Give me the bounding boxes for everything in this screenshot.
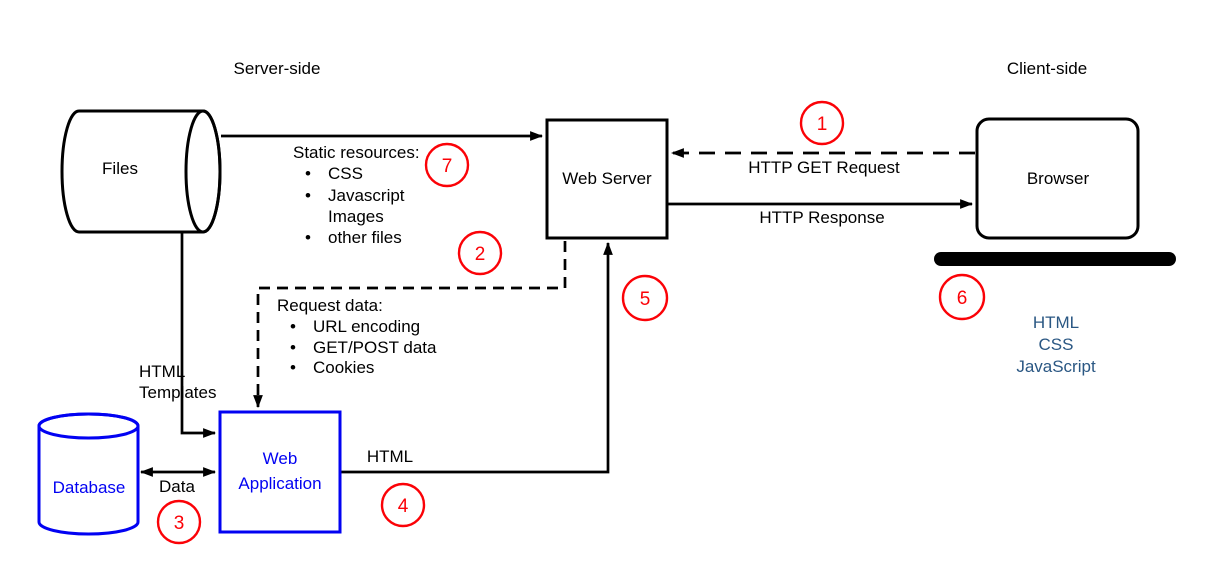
web-application-box <box>218 410 342 534</box>
stack-html: HTML <box>1033 313 1079 332</box>
step-circle-1 <box>799 100 845 146</box>
step-number-4: 4 <box>398 496 409 517</box>
static-resources-item: •CSS <box>305 164 363 183</box>
step-circle-4 <box>380 482 426 528</box>
bullet-icon: • <box>290 317 296 336</box>
step-marker-2: 2 <box>457 230 503 276</box>
bullet-icon: • <box>290 358 296 377</box>
request-data-item: •GET/POST data <box>290 338 437 357</box>
step-marker-3: 3 <box>156 499 202 545</box>
step-number-6: 6 <box>957 288 968 309</box>
server-side-heading: Server-side <box>234 59 321 78</box>
request-data-item: •URL encoding <box>290 317 420 336</box>
database-cylinder-shape <box>37 412 140 536</box>
step-marker-6: 6 <box>938 273 986 321</box>
database-cylinder-rim <box>37 412 140 440</box>
database-node: Database <box>37 412 140 536</box>
app-html-label: HTML <box>367 447 413 466</box>
browser-label: Browser <box>1027 169 1090 188</box>
http-get-request-label: HTTP GET Request <box>748 158 900 177</box>
html-templates-label-line2: Templates <box>139 383 216 402</box>
stack-css: CSS <box>1039 335 1074 354</box>
browser-node: Browser <box>934 117 1176 266</box>
step-number-2: 2 <box>475 244 486 265</box>
data-label: Data <box>159 477 195 496</box>
request-data-title: Request data: <box>277 296 383 315</box>
step-marker-5: 5 <box>621 274 669 322</box>
step-marker-7: 7 <box>424 142 470 188</box>
bullet-icon: • <box>305 164 311 183</box>
stack-javascript: JavaScript <box>1016 357 1096 376</box>
browser-output-stack: HTML CSS JavaScript <box>1016 313 1096 376</box>
files-cylinder-shape <box>60 109 222 234</box>
edge-app-html-to-webserver <box>340 241 613 474</box>
edge-html-templates <box>180 232 217 438</box>
laptop-base-icon <box>934 252 1176 266</box>
bullet-icon: • <box>290 338 296 357</box>
web-server-node: Web Server <box>545 118 669 240</box>
files-cylinder-rim <box>184 109 222 234</box>
step-circle-2 <box>457 230 503 276</box>
edge-request-data <box>253 241 567 409</box>
step-number-1: 1 <box>817 114 828 135</box>
static-resources-item: Images <box>328 207 384 226</box>
client-side-heading: Client-side <box>1007 59 1087 78</box>
html-templates-label-line1: HTML <box>139 362 185 381</box>
step-number-5: 5 <box>640 289 651 310</box>
database-label: Database <box>53 478 126 497</box>
step-number-7: 7 <box>442 156 453 177</box>
web-application-label-line2: Application <box>238 474 321 493</box>
step-marker-4: 4 <box>380 482 426 528</box>
step-circle-3 <box>156 499 202 545</box>
static-resources-title: Static resources: <box>293 143 420 162</box>
step-circle-5 <box>621 274 669 322</box>
request-data-item: •Cookies <box>290 358 374 377</box>
static-resources-item: •Javascript <box>305 186 405 205</box>
step-circle-7 <box>424 142 470 188</box>
web-server-label: Web Server <box>562 169 652 188</box>
web-server-box <box>545 118 669 240</box>
http-response-label: HTTP Response <box>759 208 884 227</box>
files-node: Files <box>60 109 222 234</box>
browser-box <box>975 117 1140 240</box>
files-label: Files <box>102 159 138 178</box>
step-marker-1: 1 <box>799 100 845 146</box>
step-number-3: 3 <box>174 513 185 534</box>
static-resources-note: Static resources: •CSS •Javascript Image… <box>293 143 420 247</box>
bullet-icon: • <box>305 228 311 247</box>
web-application-label-line1: Web <box>263 449 298 468</box>
web-application-node: Web Application <box>218 410 342 534</box>
request-data-note: Request data: •URL encoding •GET/POST da… <box>277 296 437 377</box>
bullet-icon: • <box>305 186 311 205</box>
step-circle-6 <box>938 273 986 321</box>
static-resources-item: •other files <box>305 228 402 247</box>
